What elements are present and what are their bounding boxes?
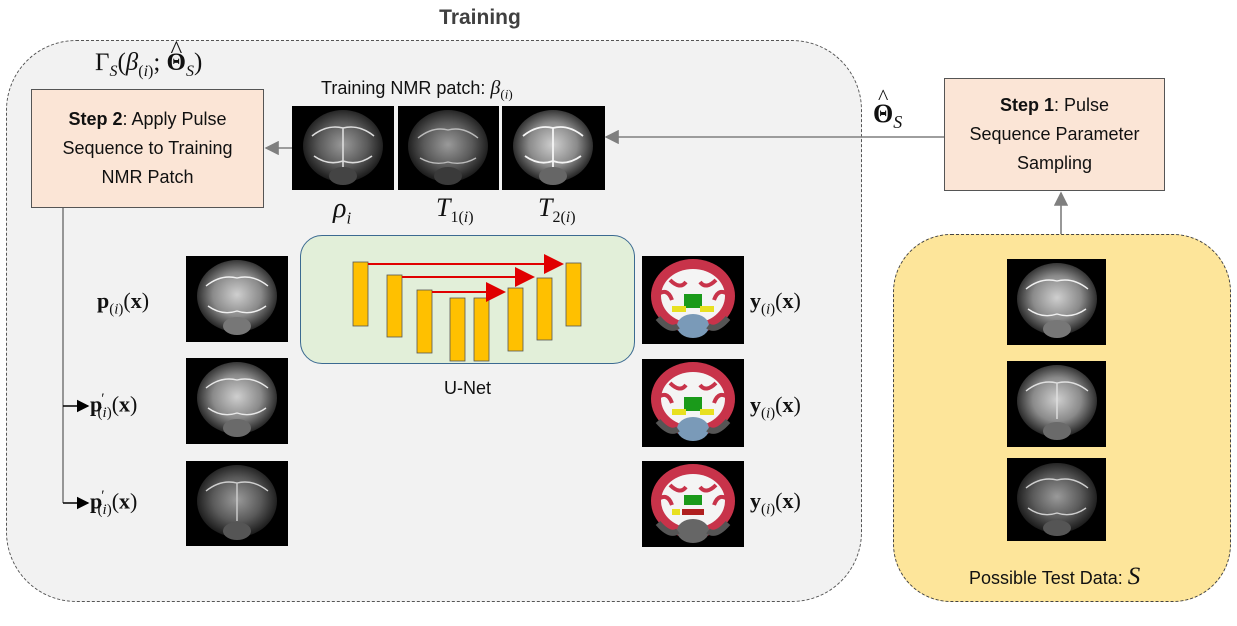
unet-label: U-Net: [443, 378, 491, 398]
step2-description: : Apply Pulse Sequence to Training NMR P…: [62, 109, 233, 187]
brain-mri-icon: [1007, 458, 1106, 541]
brain-segmentation-icon: [642, 256, 744, 344]
brain-mri-icon: [1007, 259, 1106, 345]
gamma-function-label: ΓS(β(i); ^ΘS): [95, 37, 203, 80]
theta-symbol: Θ: [873, 99, 894, 128]
brain-mri-icon: [1007, 361, 1106, 447]
brain-mri-icon: [186, 256, 288, 342]
step1-title: Step 1: [999, 95, 1054, 115]
test-data-images: [1007, 259, 1106, 541]
brain-mri-icon: [186, 358, 288, 444]
t1-map-image: [398, 106, 499, 190]
step1-description: : Pulse Sequence Parameter Sampling: [969, 95, 1140, 173]
t1-label: T1(i): [436, 193, 474, 227]
p-label-1: p(i)(x): [97, 288, 150, 318]
rho-symbol: ρ: [333, 193, 347, 224]
unet-architecture-icon: [352, 254, 582, 362]
theta-hat-label: ^ΘS: [873, 84, 903, 133]
t2-label: T2(i): [538, 193, 576, 227]
t1-symbol: T: [436, 193, 451, 222]
nmr-patch-label: Training NMR patch: β(i): [321, 77, 513, 102]
step2-box: Step 2: Apply Pulse Sequence to Training…: [31, 89, 264, 208]
gamma-symbol: Γ: [95, 49, 110, 76]
test-data-text: Possible Test Data:: [969, 568, 1123, 588]
p-prime-label-1: p′(i)(x): [90, 391, 138, 421]
brain-segmentation-icon: [642, 359, 744, 447]
step2-text: Step 2: Apply Pulse Sequence to Training…: [45, 105, 250, 192]
p-prime-label-2: p′(i)(x): [90, 488, 138, 518]
y-label-2: y(i)(x): [750, 392, 801, 422]
y-label-1: y(i)(x): [750, 288, 801, 318]
nmr-patch-text: Training NMR patch:: [321, 78, 486, 98]
test-data-symbol: S: [1127, 563, 1141, 590]
t2-map-image: [502, 106, 605, 190]
rho-label: ρi: [333, 193, 352, 228]
test-data-label: Possible Test Data: S: [969, 563, 1140, 591]
brain-segmentation-icon: [642, 461, 744, 547]
t2-symbol: T: [538, 193, 553, 222]
y-label-3: y(i)(x): [750, 488, 801, 518]
step1-text: Step 1: Pulse Sequence Parameter Samplin…: [960, 91, 1150, 178]
synthesized-images: [186, 256, 288, 546]
segmentation-images: [642, 256, 744, 547]
diagram-title: Training: [439, 6, 521, 29]
nmr-map-images: [292, 106, 605, 190]
brain-mri-icon: [186, 461, 288, 546]
step2-title: Step 2: [68, 109, 123, 129]
rho-map-image: [292, 106, 394, 190]
step1-box: Step 1: Pulse Sequence Parameter Samplin…: [944, 78, 1165, 191]
